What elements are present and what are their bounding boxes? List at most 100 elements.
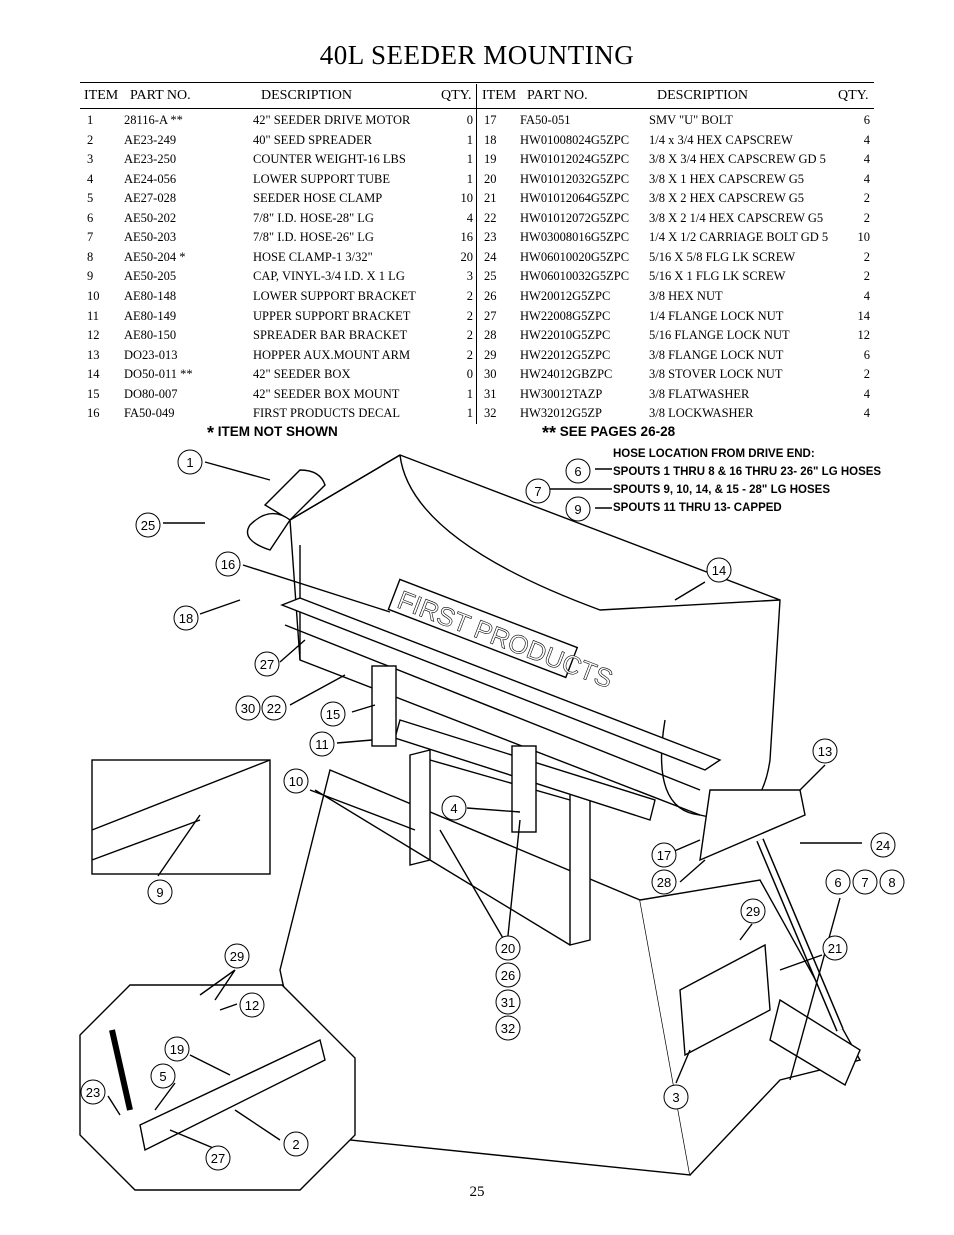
- callout-label: 27: [260, 657, 274, 672]
- cell-part: AE50-205: [124, 269, 177, 284]
- cell-item: 17: [484, 113, 497, 127]
- cell-part: FA50-051: [520, 113, 571, 127]
- cell-part: AE23-250: [124, 152, 177, 167]
- callout-label: 5: [159, 1069, 166, 1084]
- counter-weight: [679, 943, 771, 1057]
- cell-desc: SMV "U" BOLT: [649, 113, 733, 127]
- cell-qty: 2: [863, 367, 870, 382]
- cell-qty: 14: [857, 308, 871, 323]
- cell-item: 25: [484, 269, 497, 284]
- cell-qty: 4: [863, 171, 870, 186]
- cell-part: AE50-203: [124, 230, 177, 245]
- cell-item: 22: [484, 210, 497, 225]
- note-text: SEE PAGES 26-28: [559, 424, 676, 439]
- cell-item: 21: [484, 191, 497, 206]
- table-top-rule: [80, 82, 874, 83]
- callout-16: 16: [215, 551, 241, 577]
- callout-label: 28: [657, 875, 671, 890]
- cell-desc: 3/8 X 2 HEX CAPSCREW G5: [649, 191, 804, 206]
- callout-label: 2: [292, 1137, 299, 1152]
- cell-qty: 4: [863, 152, 870, 167]
- callout-18: 18: [173, 605, 199, 631]
- cell-qty: 0: [466, 113, 473, 127]
- callout-30: 30: [235, 695, 261, 721]
- detail-view-spouts: [91, 759, 271, 875]
- cell-qty: 3: [466, 269, 473, 284]
- cell-desc: 7/8" I.D. HOSE-28" LG: [253, 210, 374, 225]
- page-number: 25: [469, 1184, 485, 1200]
- cell-qty: 6: [863, 347, 870, 362]
- callout-28: 28: [651, 869, 677, 895]
- callout-label: 25: [141, 518, 155, 533]
- cell-qty: 4: [863, 386, 870, 401]
- cell-desc: 3/8 FLANGE LOCK NUT: [649, 347, 784, 362]
- cell-item: 11: [87, 308, 100, 323]
- callout-label: 13: [818, 744, 832, 759]
- callout-7: 7: [525, 478, 551, 504]
- callout-14: 14: [706, 557, 732, 583]
- cell-item: 7: [87, 230, 94, 245]
- cell-item: 3: [87, 152, 94, 167]
- cell-item: 15: [87, 386, 100, 401]
- callout-label: 21: [828, 941, 842, 956]
- cell-part: DO80-007: [124, 386, 178, 401]
- cell-qty: 4: [863, 132, 870, 147]
- cell-part: AE80-148: [124, 288, 177, 303]
- cell-part: HW22012G5ZPC: [520, 347, 611, 362]
- callout-12: 12: [239, 992, 265, 1018]
- callout-25: 25: [135, 512, 161, 538]
- note-star: *: [207, 423, 215, 443]
- header-desc-left: DESCRIPTION: [261, 88, 353, 103]
- cell-item: 4: [87, 171, 94, 186]
- callout-1: 1: [177, 449, 203, 475]
- callout-label: 15: [326, 707, 340, 722]
- cell-part: HW30012TAZP: [520, 386, 603, 401]
- callout-23: 23: [80, 1079, 106, 1105]
- cell-desc: SEEDER HOSE CLAMP: [253, 191, 383, 206]
- cell-item: 28: [484, 328, 497, 343]
- page-title: 40L SEEDER MOUNTING: [319, 40, 635, 70]
- callout-6: 6: [565, 458, 591, 484]
- header-qty-left: QTY.: [441, 88, 472, 103]
- cell-desc: 1/4 x 3/4 HEX CAPSCREW: [649, 132, 793, 147]
- callout-7: 7: [852, 869, 878, 895]
- callout-label: 16: [221, 557, 235, 572]
- callout-label: 1: [186, 455, 193, 470]
- cell-part: HW24012GBZPC: [520, 367, 613, 382]
- callout-26: 26: [495, 962, 521, 988]
- callout-21: 21: [822, 935, 848, 961]
- hose-location-heading: HOSE LOCATION FROM DRIVE END:: [613, 448, 815, 460]
- cell-part: AE23-249: [124, 132, 177, 147]
- callout-label: 8: [888, 875, 895, 890]
- cell-desc: COUNTER WEIGHT-16 LBS: [253, 152, 406, 167]
- cell-item: 6: [87, 210, 94, 225]
- callout-label: 14: [712, 563, 726, 578]
- cell-item: 23: [484, 230, 497, 245]
- callout-label: 12: [245, 998, 259, 1013]
- cell-part: HW01008024G5ZPC: [520, 132, 630, 147]
- cell-qty: 4: [863, 288, 870, 303]
- cell-part: AE50-202: [124, 210, 177, 225]
- note-text: ITEM NOT SHOWN: [217, 424, 338, 439]
- callout-27: 27: [254, 651, 280, 677]
- cell-desc: 3/8 LOCKWASHER: [649, 406, 754, 421]
- cell-desc: 3/8 FLATWASHER: [649, 386, 750, 401]
- cell-part: HW06010032G5ZPC: [520, 269, 630, 284]
- header-desc-right: DESCRIPTION: [657, 88, 749, 103]
- callout-label: 26: [501, 968, 515, 983]
- cell-qty: 1: [466, 386, 473, 401]
- callout-label: 6: [834, 875, 841, 890]
